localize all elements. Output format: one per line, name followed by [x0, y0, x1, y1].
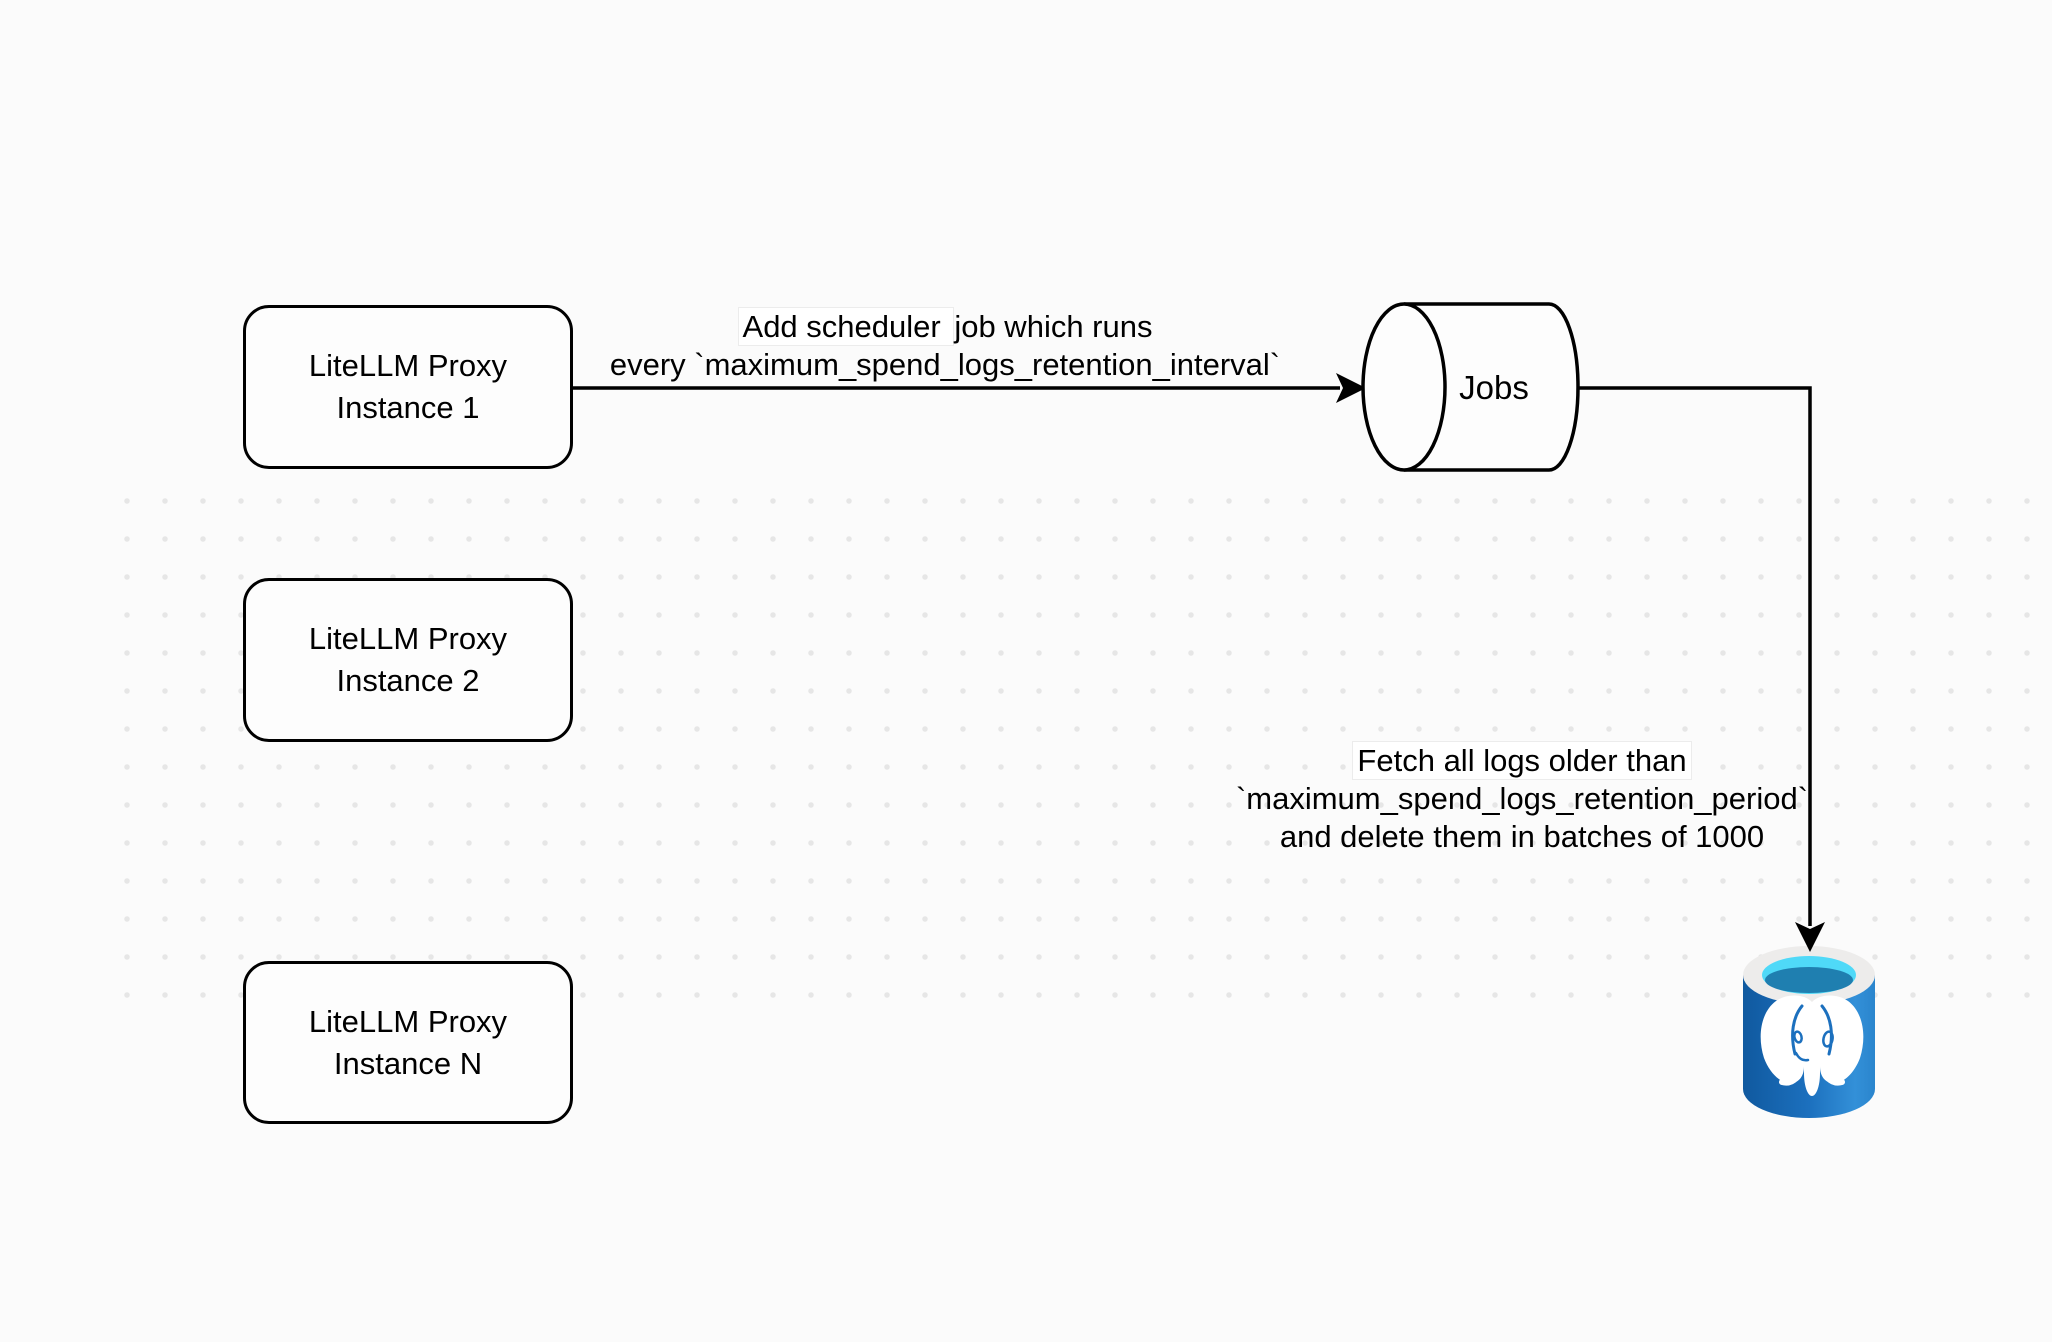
node-litellm-proxy-instance-n[interactable]: LiteLLM Proxy Instance N [243, 961, 573, 1124]
edge-label-line: `maximum_spend_logs_retention_period` [1235, 781, 1809, 816]
node-label-line1: LiteLLM Proxy [308, 1003, 508, 1039]
edge-label-highlight: Add scheduler [737, 307, 955, 346]
node-litellm-proxy-instance-1[interactable]: LiteLLM Proxy Instance 1 [243, 305, 573, 469]
edge-label-add-scheduler[interactable]: Add scheduler job which runs every `maxi… [545, 307, 1345, 384]
node-label-line1: LiteLLM Proxy [308, 621, 508, 656]
edge-label-line: Fetch all logs older than [1172, 741, 1872, 780]
edge-label-cleanup-logs[interactable]: Fetch all logs older than `maximum_spend… [1172, 741, 1872, 856]
postgresql-icon[interactable] [1743, 946, 1875, 1118]
postgres-elephant [1760, 995, 1864, 1096]
node-label-line2: Instance 1 [336, 390, 480, 425]
arrowhead-down-icon [1795, 922, 1825, 952]
jobs-cylinder-label: Jobs [1459, 369, 1529, 406]
node-label-line2: Instance N [333, 1045, 483, 1081]
node-label-line1: LiteLLM Proxy [308, 348, 508, 383]
jobs-queue-cylinder[interactable] [1361, 302, 1580, 472]
arrowhead-right-icon [1336, 373, 1366, 403]
node-label-line2: Instance 2 [336, 663, 480, 698]
postgres-inner-teal [1765, 967, 1853, 993]
edge-label-line: every `maximum_spend_logs_retention_inte… [609, 347, 1281, 382]
node-litellm-proxy-instance-2[interactable]: LiteLLM Proxy Instance 2 [243, 578, 573, 742]
edge-cleanup-logs[interactable] [1578, 386, 1812, 926]
edge-add-scheduler-job[interactable] [572, 373, 1366, 403]
edge-label-line: Add scheduler job which runs [545, 307, 1345, 346]
edge-label-line: and delete them in batches of 1000 [1279, 819, 1765, 854]
